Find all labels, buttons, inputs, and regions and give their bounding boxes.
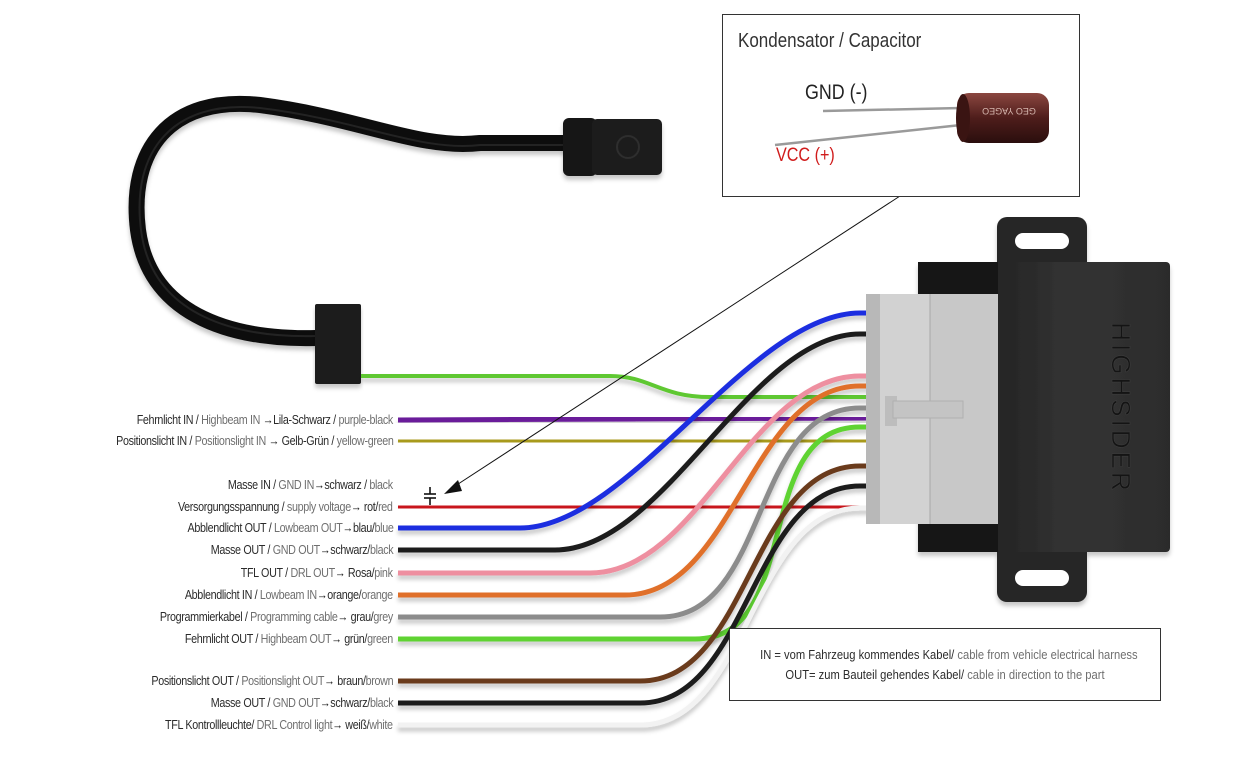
harness-wire — [398, 310, 870, 531]
wire-label: Positionslicht OUT / Positionslight OUT→… — [151, 674, 393, 688]
wire-label: Versorgungsspannung / supply voltage→ ro… — [178, 500, 393, 514]
wire-label: Programmierkabel / Programming cable→ gr… — [159, 610, 393, 624]
wire-label: Masse OUT / GND OUT→schwarz/black — [210, 696, 393, 710]
callout-pointer-arrowhead — [444, 480, 462, 494]
sensor-cable — [128, 95, 573, 347]
legend-line-in: IN = vom Fahrzeug kommendes Kabel/ cable… — [760, 647, 1138, 662]
brand-logo: HIGHSIDER — [1106, 322, 1136, 493]
harness-wire — [398, 424, 870, 642]
wire-label: Positionslicht IN / Positionslight IN → … — [115, 434, 394, 448]
harness-wire — [398, 331, 870, 553]
harness-wires — [397, 310, 871, 728]
wire-label: TFL Kontrollleuchte/ DRL Control light→ … — [165, 718, 393, 732]
harness-wire — [398, 373, 870, 576]
vcc-label: VCC (+) — [776, 145, 835, 166]
gnd-label: GND (-) — [805, 81, 868, 104]
top-wires — [361, 311, 870, 399]
wire-label: Masse OUT / GND OUT→schwarz/black — [210, 543, 393, 557]
capacitor-callout: Kondensator / Capacitor GEO YAGEO GND (-… — [722, 14, 1080, 197]
wire-label: Abblendlicht IN / Lowbeam IN→orange/oran… — [185, 588, 393, 602]
harness-wire — [398, 463, 870, 684]
wire-label: Abblendlicht OUT / Lowbeam OUT→blau/blue — [187, 521, 393, 535]
top-wire-green — [361, 374, 870, 399]
legend-line-out: OUT= zum Bauteil gehendes Kabel/ cable i… — [785, 667, 1105, 682]
small-wire-connector — [315, 304, 361, 384]
harness-wire — [398, 383, 870, 598]
in-out-legend: IN = vom Fahrzeug kommendes Kabel/ cable… — [729, 628, 1161, 701]
harness-wire — [398, 405, 870, 620]
wire-label: Fehrnlicht IN / Highbeam IN →Lila-Schwar… — [136, 413, 394, 427]
harness-wire — [397, 503, 871, 510]
wire-label: TFL OUT / DRL OUT→ Rosa/pink — [241, 566, 393, 580]
capacitor-photo: GEO YAGEO — [774, 93, 1049, 147]
round-plug-connector — [563, 118, 662, 176]
harness-wire — [397, 415, 871, 423]
capacitor-symbol — [424, 487, 436, 505]
wire-label: Fehrnlicht OUT / Highbeam OUT→ grün/gree… — [185, 632, 393, 646]
harness-wire — [398, 483, 870, 706]
capacitor-print: GEO YAGEO — [982, 106, 1036, 116]
harness-wire — [397, 437, 871, 444]
plug-latch — [892, 400, 964, 419]
callout-title: Kondensator / Capacitor — [738, 30, 922, 52]
wire-label: Masse IN / GND IN→schwarz / black — [228, 478, 393, 492]
harness-wire — [398, 505, 870, 728]
callout-pointer-line — [451, 195, 901, 489]
grey-plug — [866, 294, 998, 524]
